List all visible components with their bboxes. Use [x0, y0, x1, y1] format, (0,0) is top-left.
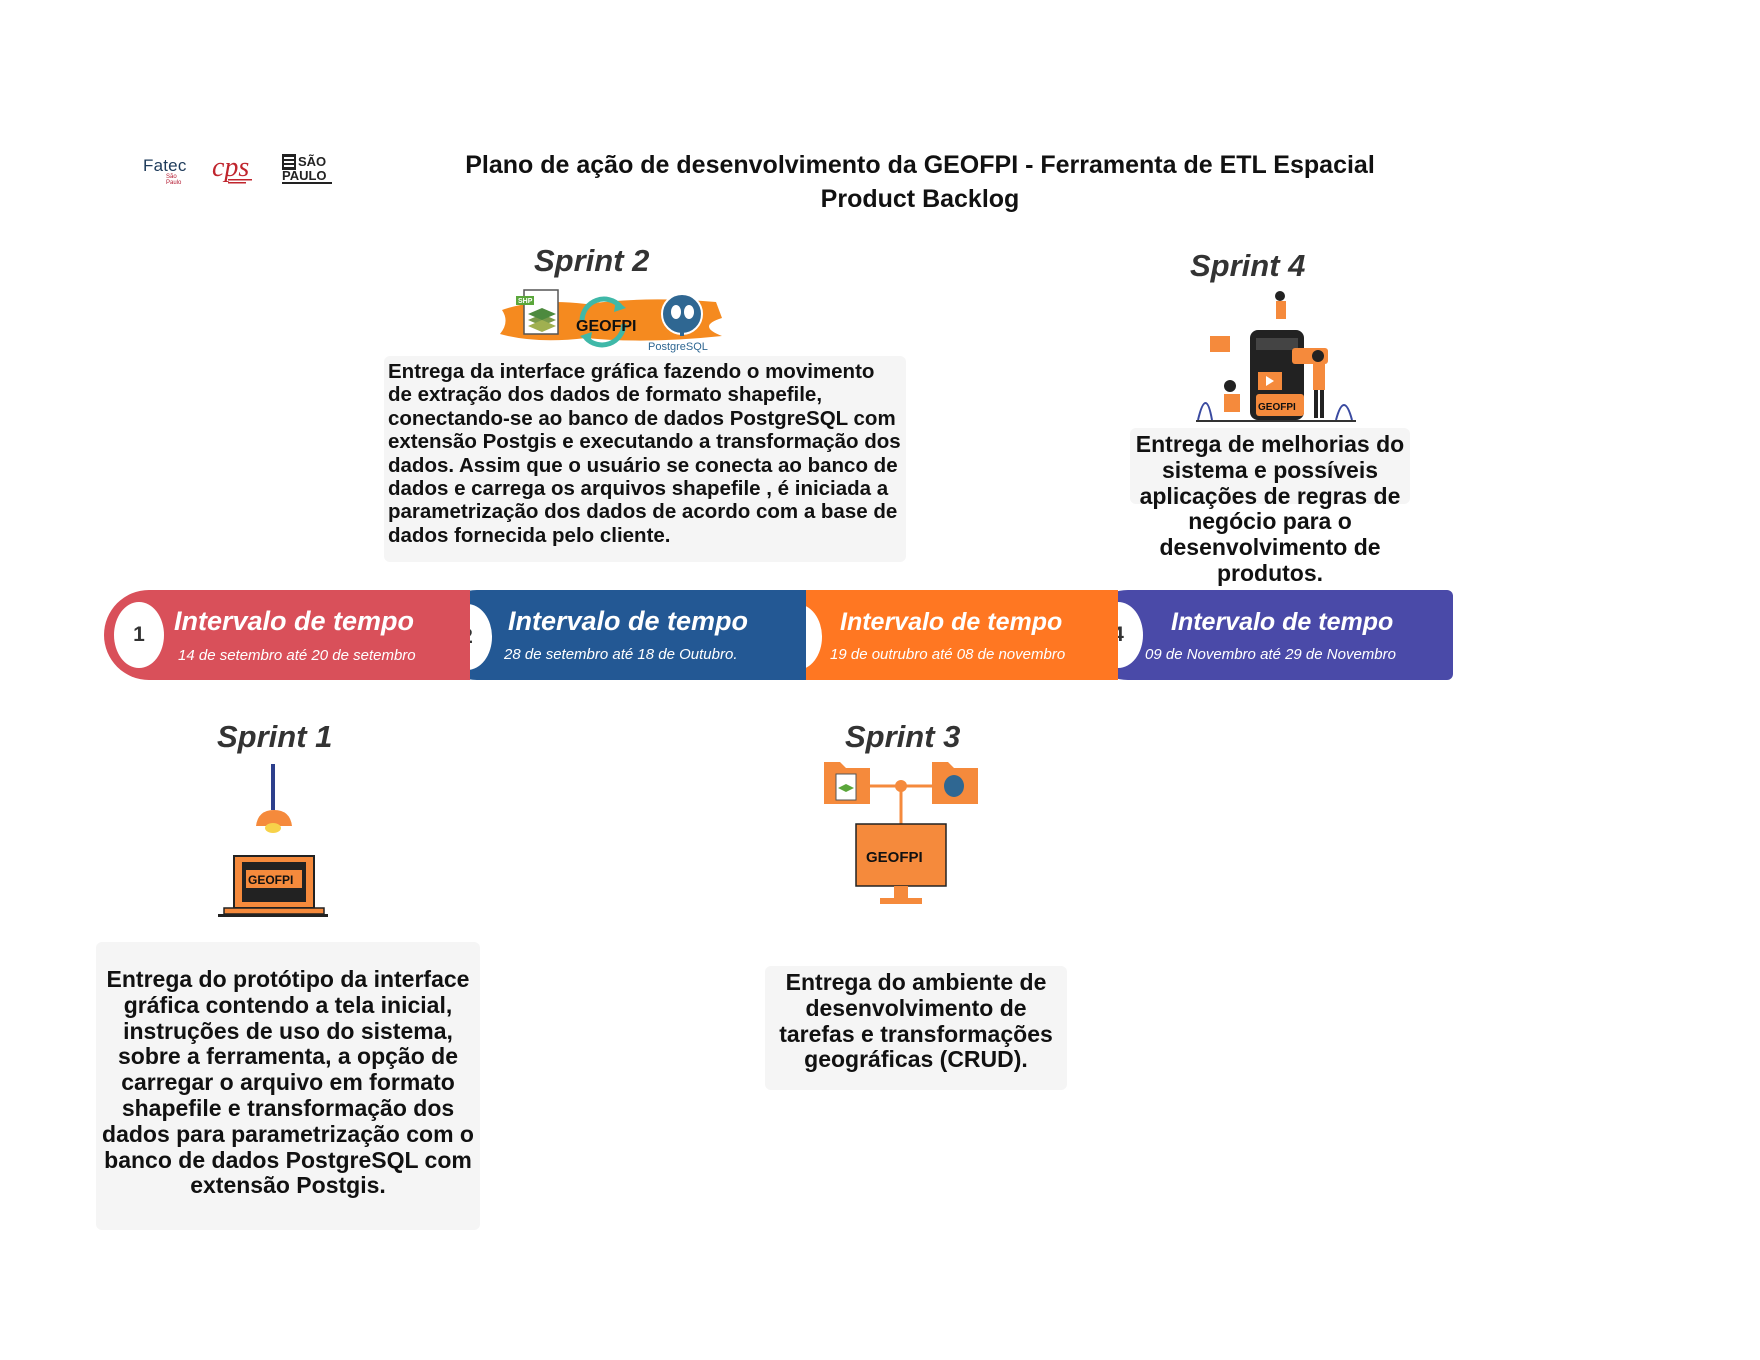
- sprint-4-illustration: GEOFPI: [1196, 290, 1358, 429]
- fatec-logo: Fatec São Paulo: [143, 156, 193, 186]
- postgresql-folder-icon: [932, 762, 978, 804]
- geofpi-monitor-text: GEOFPI: [866, 849, 923, 866]
- sprint-4-label: Sprint 4: [1190, 248, 1306, 283]
- geofpi-phone-text: GEOFPI: [1258, 402, 1296, 413]
- timeline-step-1-dates: 14 de setembro até 20 de setembro: [178, 647, 416, 664]
- sprint-2-illustration: SHP GEOFPI PostgreSQL: [496, 288, 726, 359]
- timeline-segment-2: 2 Intervalo de tempo 28 de setembro até …: [432, 590, 806, 680]
- sprint-3-description: Entrega do ambiente de desenvolvimento d…: [765, 966, 1067, 1090]
- shp-tag: SHP: [518, 298, 533, 305]
- cps-logo: cps: [210, 152, 258, 186]
- sprint-3-label: Sprint 3: [845, 719, 961, 754]
- sprint-1-illustration: GEOFPI: [218, 764, 328, 929]
- timeline-segment-3: 3 Intervalo de tempo 19 de outrubro até …: [762, 590, 1118, 680]
- timeline-step-2-dates: 28 de setembro até 18 de Outubro.: [504, 646, 738, 663]
- timeline-step-1-interval: Intervalo de tempo: [174, 606, 415, 636]
- page-title-line1: Plano de ação de desenvolvimento da GEOF…: [465, 151, 1375, 179]
- timeline-step-4-dates: 09 de Novembro até 29 de Novembro: [1145, 646, 1396, 663]
- postgresql-elephant-icon: [661, 293, 703, 336]
- sprint-1-description: Entrega do protótipo da interface gráfic…: [96, 942, 480, 1230]
- timeline-segment-4: 4 Intervalo de tempo 09 de Novembro até …: [1083, 590, 1453, 680]
- postgresql-text: PostgreSQL: [648, 341, 708, 353]
- refresh-cycle-icon: [579, 296, 627, 348]
- monitor-icon: GEOFPI: [855, 823, 947, 904]
- page-title: Plano de ação de desenvolvimento da GEOF…: [380, 148, 1460, 216]
- fatec-logo-subtext: São Paulo: [166, 174, 182, 186]
- geofpi-brand-text: GEOFPI: [576, 318, 636, 335]
- sprint-1-label: Sprint 1: [217, 719, 333, 754]
- sprint-4-description-background: [1130, 428, 1410, 504]
- sprint-4-description: Entrega de melhorias do sistema e possív…: [1135, 431, 1405, 586]
- sprint-2-description: Entrega da interface gráfica fazendo o m…: [384, 356, 906, 562]
- geofpi-laptop-text: GEOFPI: [248, 873, 293, 887]
- timeline-step-2-interval: Intervalo de tempo: [508, 606, 749, 636]
- shapefile-folder-icon: [824, 762, 870, 804]
- sao-paulo-logo-line1: SÃO: [298, 154, 326, 169]
- shapefile-icon: SHP: [516, 289, 559, 335]
- timeline-step-3-interval: Intervalo de tempo: [840, 608, 1063, 636]
- sprint-3-illustration: GEOFPI: [822, 752, 982, 915]
- timeline-step-3-dates: 19 de outrubro até 08 de novembro: [830, 646, 1066, 663]
- sao-paulo-logo-line2: PAULO: [282, 168, 327, 183]
- cps-logo-mark: cps: [212, 152, 252, 184]
- sao-paulo-logo: SÃO PAULO: [282, 152, 338, 186]
- timeline-step-1-number: 1: [114, 602, 164, 668]
- fatec-logo-text: Fatec: [143, 156, 187, 175]
- sprint-2-label: Sprint 2: [534, 243, 650, 278]
- cps-logo-text: cps: [212, 152, 249, 183]
- page-title-line2: Product Backlog: [820, 185, 1020, 213]
- timeline-segment-1: 1 Intervalo de tempo 14 de setembro até …: [104, 590, 470, 680]
- timeline-step-4-interval: Intervalo de tempo: [1171, 608, 1394, 636]
